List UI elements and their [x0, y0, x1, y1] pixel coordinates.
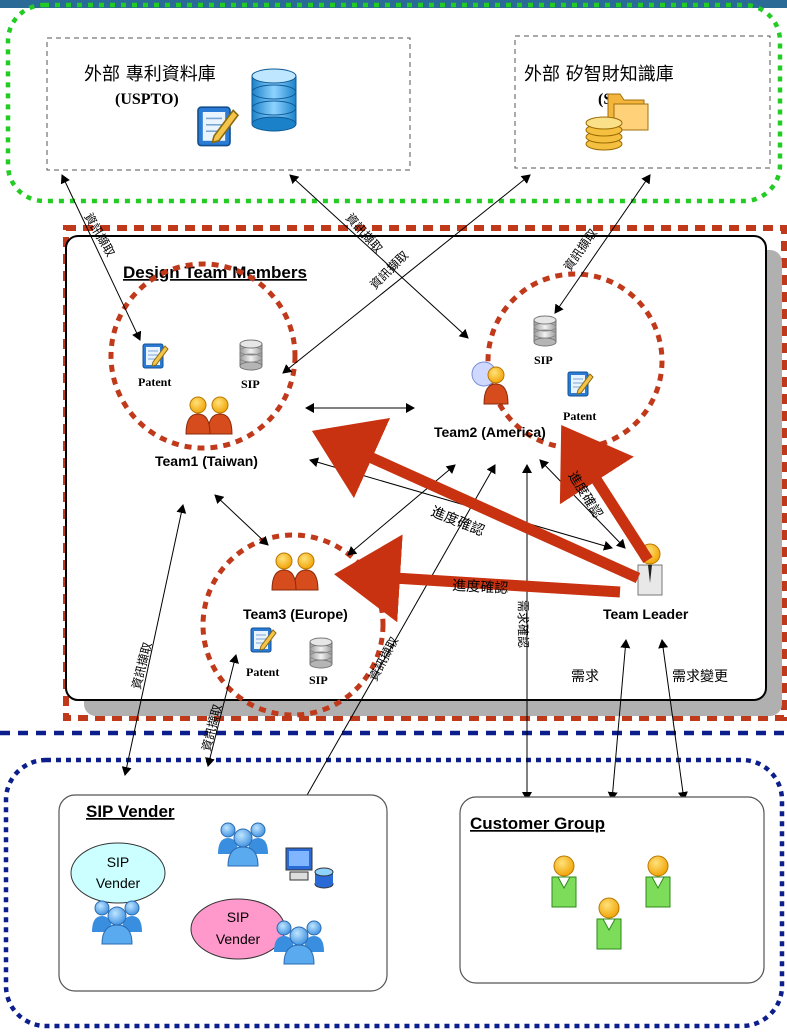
design-team-title: Design Team Members — [123, 263, 307, 282]
red-arrow-leader-team1 — [311, 417, 641, 584]
team2-sip-label: SIP — [534, 353, 553, 367]
team3-name: Team3 (Europe) — [243, 606, 348, 622]
sip-vender-bubble-1-line2: Vender — [96, 875, 141, 891]
arrow-sipkb-team2 — [554, 174, 651, 314]
label-requirement-confirm: 需求確認 — [516, 600, 531, 648]
external-zone-border — [5, 2, 783, 204]
coins-folder-icon — [585, 93, 649, 151]
sip-vender-title: SIP Vender — [86, 802, 175, 821]
sip-vender-bubble-1 — [70, 842, 166, 904]
arrow-team2-vendor — [289, 464, 496, 826]
team2-name: Team2 (America) — [434, 424, 546, 440]
sip-vender-bubble-2 — [190, 898, 286, 960]
label-requirement: 需求 — [571, 669, 599, 685]
arrow-leader-customer-2 — [658, 639, 688, 801]
arrow-team1-vendor — [121, 504, 187, 776]
team3-patent-label: Patent — [246, 665, 279, 679]
sip-vender-bubble-2-line2: Vender — [216, 931, 261, 947]
vendor-zone-border — [3, 757, 785, 1029]
thick-red-arrows — [311, 417, 653, 623]
red-arrow-leader-team3 — [334, 534, 621, 623]
label-progress-team3: 進度確認 — [452, 578, 509, 597]
sip-vender-bubble-2-line1: SIP — [227, 909, 250, 925]
arrow-leader-customer-1 — [607, 639, 631, 801]
team3-sip-icon — [309, 637, 333, 669]
sip-kb-title: 外部 矽智財知識庫 — [524, 64, 674, 85]
sip-vender-bubble-1-line1: SIP — [107, 854, 130, 870]
uspto-title: 外部 專利資料庫 — [84, 64, 216, 85]
label-requirement-change: 需求變更 — [672, 669, 728, 685]
team-leader-label: Team Leader — [603, 606, 689, 622]
team2-patent-label: Patent — [563, 409, 596, 423]
customer-group-title: Customer Group — [470, 814, 605, 833]
computer-icon — [285, 847, 334, 889]
arrow-uspto-team1 — [60, 174, 142, 341]
arrow-sipkb-team1 — [282, 174, 531, 374]
team2-sip-icon — [533, 315, 557, 347]
uspto-box — [46, 37, 411, 171]
team1-name: Team1 (Taiwan) — [155, 453, 258, 469]
customer-icon-3 — [596, 897, 622, 950]
red-arrow-leader-team2 — [559, 424, 653, 563]
team1-sip-label: SIP — [241, 377, 260, 391]
database-icon — [251, 68, 297, 132]
top-bar — [0, 0, 787, 8]
customer-icon-2 — [645, 855, 671, 908]
team1-sip-icon — [239, 339, 263, 371]
uspto-subtitle: (USPTO) — [115, 91, 179, 108]
arrow-team3-vendor — [205, 654, 239, 767]
arrow-team1-team3 — [214, 494, 269, 546]
team1-patent-label: Patent — [138, 375, 171, 389]
customer-group-box — [459, 796, 765, 984]
team3-sip-label: SIP — [309, 673, 328, 687]
customer-icon-1 — [551, 855, 577, 908]
